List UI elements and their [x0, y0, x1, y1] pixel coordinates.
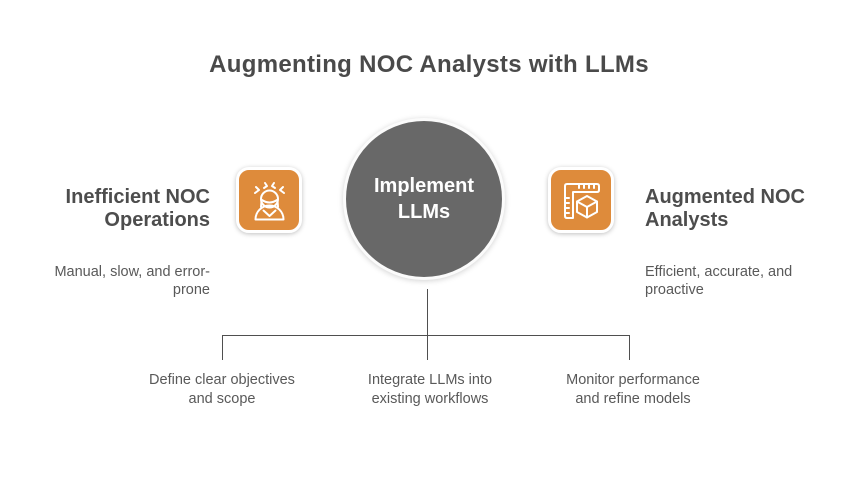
- ruler-cube-glyph: [564, 183, 600, 219]
- left-section: Inefficient NOC Operations Manual, slow,…: [20, 168, 210, 317]
- center-circle-label: Implement LLMs: [373, 175, 475, 223]
- page-title: Augmenting NOC Analysts with LLMs: [209, 51, 649, 78]
- left-heading: Inefficient NOC Operations: [65, 186, 210, 231]
- stressed-person-icon: [236, 167, 302, 233]
- right-subtext: Efficient, accurate, and proactive: [645, 264, 793, 298]
- connector-horizontal: [222, 335, 630, 336]
- connector-center-vertical: [427, 289, 428, 360]
- step-label-integrate-llms: Integrate LLMs into existing workflows: [367, 372, 493, 407]
- connector-right-vertical: [629, 335, 630, 360]
- connector-left-vertical: [222, 335, 223, 360]
- center-circle: Implement LLMs: [343, 118, 505, 280]
- left-subtext: Manual, slow, and error- prone: [54, 264, 210, 298]
- right-heading: Augmented NOC Analysts: [645, 186, 805, 231]
- stressed-person-glyph: [254, 182, 285, 221]
- step-label-define-objectives: Define clear objectives and scope: [149, 372, 295, 407]
- ruler-cube-icon: [548, 167, 614, 233]
- right-section: Augmented NOC Analysts Efficient, accura…: [645, 168, 850, 317]
- step-label-monitor-performance: Monitor performance and refine models: [566, 372, 700, 407]
